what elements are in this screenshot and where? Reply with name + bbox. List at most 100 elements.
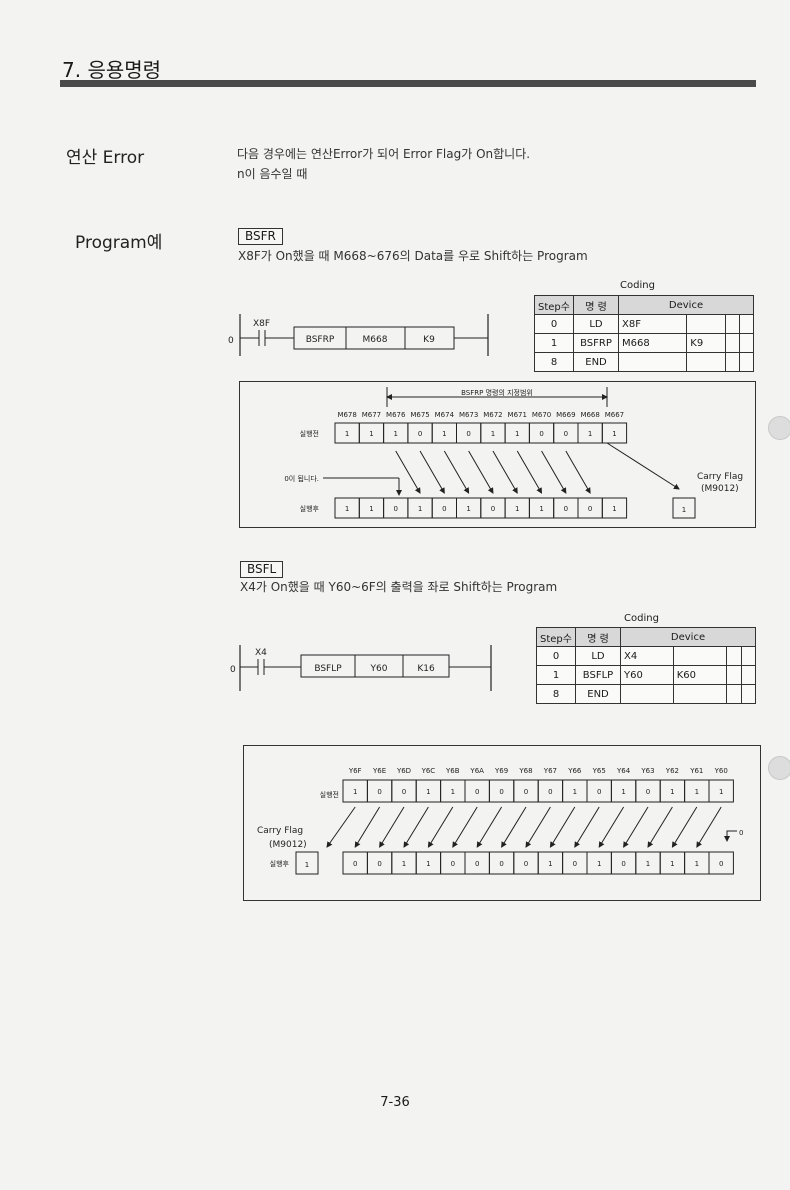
bsfl-header-bit-address: Y69 xyxy=(494,767,508,775)
bsfr-header-bit-address: M669 xyxy=(556,411,575,419)
bsfl-header-bit-address: Y61 xyxy=(689,767,703,775)
bsfl-after-bit-value: 1 xyxy=(695,860,699,868)
bsfl-op1: Y60 xyxy=(370,664,388,674)
bsfr-shift-arrow xyxy=(541,450,567,494)
bsfl-contact-x4: X4 xyxy=(255,648,267,658)
bsfr-coding-table: Step수 명 령 Device 0 LD X8F 1 BSFRP M668 K… xyxy=(534,295,754,372)
error-line-1: 다음 경우에는 연산Error가 되어 Error Flag가 On합니다. xyxy=(237,147,531,161)
bsfr-ladder-diagram: 0 X8F BSFRP M668 K9 xyxy=(228,314,489,356)
bsfr-shift-arrow xyxy=(443,450,470,494)
bsfl-after-bit-value: 0 xyxy=(719,860,723,868)
bsfr-header-bit-address: M668 xyxy=(580,411,599,419)
bsfl-description: X4가 On했을 때 Y60~6F의 출력을 좌로 Shift하는 Progra… xyxy=(240,580,558,594)
page-number: 7-36 xyxy=(380,1095,410,1110)
bsfl-before-bit-value: 1 xyxy=(353,788,357,796)
bsfr-before-bit-cell xyxy=(601,422,628,444)
table-row: 0 LD X8F xyxy=(534,314,754,334)
chapter-title: 7. 응용명령 xyxy=(62,58,162,82)
bsfr-header-bit-address: M674 xyxy=(435,411,455,419)
bsfr-shift-arrow xyxy=(516,450,543,494)
bsfr-after-bit-value: 0 xyxy=(588,505,592,513)
bsfr-before-bit-value: 1 xyxy=(612,430,616,438)
bsfl-header-bit-address: Y6C xyxy=(421,767,436,775)
bsfr-carry-value: 1 xyxy=(682,506,686,514)
bsfl-shift-arrow xyxy=(403,806,429,848)
bsfl-before-bit-value: 0 xyxy=(475,788,479,796)
program-example-label: Program예 xyxy=(75,233,163,253)
bsfl-after-label: 실행후 xyxy=(270,859,290,868)
error-label: 연산 Error xyxy=(66,148,145,168)
bsfl-before-bit-value: 0 xyxy=(548,788,552,796)
col-device: Device xyxy=(618,295,754,315)
bsfl-after-bit-cell xyxy=(708,851,734,875)
bsfl-after-bit-value: 1 xyxy=(402,860,406,868)
bsfl-coding-table: Step수 명 령 Device 0 LD X4 1 BSFLP Y60 K60… xyxy=(536,627,757,704)
bsfl-shift-arrow xyxy=(647,806,673,848)
bsfr-shift-diagram: BSFRP 명령의 지정범위 실행전 0이 됩니다. 실행후 Carry Fla… xyxy=(284,387,743,519)
bsfr-op2: K9 xyxy=(423,335,435,345)
bsfr-before-bit-value: 1 xyxy=(515,430,519,438)
bsfl-before-bit-value: 1 xyxy=(621,788,625,796)
bsfr-shift-arrow xyxy=(419,450,445,494)
bsfl-before-bit-value: 0 xyxy=(597,788,601,796)
col-step: Step수 xyxy=(534,295,574,315)
bsfl-before-bit-value: 0 xyxy=(499,788,503,796)
col-device: Device xyxy=(620,627,756,647)
bsfl-shift-arrow xyxy=(476,806,503,848)
bsfl-after-bit-value: 1 xyxy=(597,860,601,868)
bsfl-header-bit-address: Y67 xyxy=(543,767,557,775)
error-line-2: n이 음수일 때 xyxy=(237,167,308,181)
bsfr-before-bit-value: 1 xyxy=(345,430,349,438)
bsfr-after-bit-value: 1 xyxy=(612,505,616,513)
bsfr-shift-arrow xyxy=(468,450,494,494)
bsfr-contact-x8f: X8F xyxy=(253,319,270,329)
bsfr-before-bit-value: 1 xyxy=(588,430,592,438)
bsfl-header-bit-address: Y68 xyxy=(518,767,532,775)
bsfr-after-bit-value: 0 xyxy=(491,505,495,513)
bsfr-after-bit-value: 0 xyxy=(394,505,398,513)
bsfl-after-bit-value: 0 xyxy=(524,860,528,868)
bsfl-fill-in-zero: 0 xyxy=(739,829,743,837)
bsfl-shift-arrow xyxy=(525,806,551,848)
bsfl-before-bit-value: 0 xyxy=(377,788,381,796)
bsfl-after-bit-value: 1 xyxy=(646,860,650,868)
bsfl-before-bit-value: 0 xyxy=(524,788,528,796)
bsfr-after-bit-value: 1 xyxy=(369,505,373,513)
binder-hole xyxy=(768,416,790,440)
bsfl-after-bit-value: 1 xyxy=(670,860,674,868)
bsfr-before-bit-value: 0 xyxy=(539,430,543,438)
bsfl-shift-arrow xyxy=(623,806,649,848)
bsfr-shift-arrow xyxy=(492,450,518,494)
bsfl-shift-arrow xyxy=(574,806,600,848)
bsfl-before-bit-value: 1 xyxy=(670,788,674,796)
bsfr-before-label: 실행전 xyxy=(300,429,319,438)
bsfr-shift-diagram-frame xyxy=(239,381,756,528)
bsfl-step-number: 0 xyxy=(230,665,236,675)
bsfl-after-bit-value: 0 xyxy=(621,860,625,868)
bsfl-op2: K16 xyxy=(417,664,435,674)
bsfl-header-bit-address: Y65 xyxy=(592,767,606,775)
bsfr-tag: BSFR xyxy=(238,228,283,245)
bsfl-header-bit-address: Y6A xyxy=(469,767,484,775)
bsfl-after-bit-value: 0 xyxy=(451,860,455,868)
bsfr-header-bit-address: M670 xyxy=(532,411,551,419)
bsfl-cmd: BSFLP xyxy=(314,664,342,674)
bsfl-before-bit-value: 1 xyxy=(695,788,699,796)
header-rule xyxy=(60,80,756,87)
bsfl-before-bit-value: 1 xyxy=(719,788,723,796)
bsfr-coding-caption: Coding xyxy=(620,280,655,291)
bsfl-shift-arrow xyxy=(427,806,454,848)
bsfr-before-bit-value: 1 xyxy=(369,430,373,438)
bsfr-after-bit-value: 0 xyxy=(442,505,446,513)
bsfl-header-bit-address: Y6B xyxy=(445,767,460,775)
bsfl-before-label: 실행전 xyxy=(320,790,339,799)
bsfr-header-bit-address: M677 xyxy=(362,411,381,419)
bsfr-header-bit-address: M672 xyxy=(483,411,502,419)
bsfr-after-bit-value: 1 xyxy=(466,505,470,513)
bsfr-before-bit-value: 0 xyxy=(564,430,568,438)
bsfr-cmd: BSFRP xyxy=(306,335,335,345)
bsfl-after-bit-value: 0 xyxy=(377,860,381,868)
bsfl-ladder-diagram: 0 X4 BSFLP Y60 K16 xyxy=(230,645,492,691)
bsfr-description: X8F가 On했을 때 M668~676의 Data를 우로 Shift하는 P… xyxy=(238,249,588,263)
